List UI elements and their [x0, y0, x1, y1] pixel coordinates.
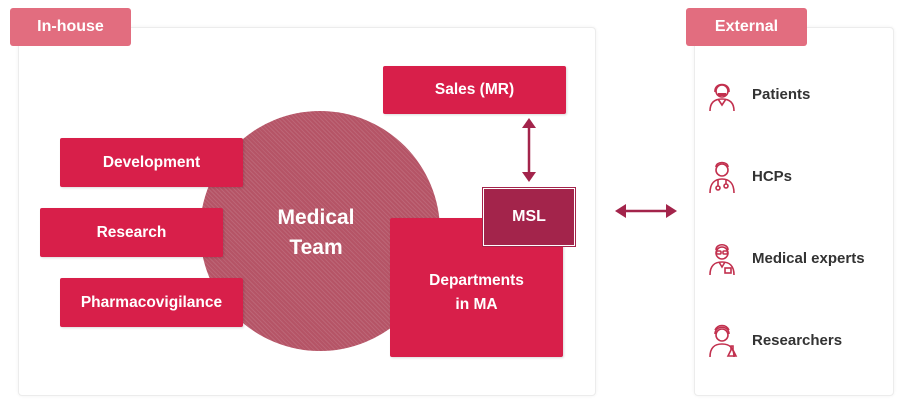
departments-line2: in MA: [455, 295, 498, 313]
msl-box: MSL: [483, 188, 575, 246]
external-item-hcps: HCPs: [704, 158, 792, 194]
departments-line1: Departments: [429, 271, 524, 289]
medical-team-line2: Team: [289, 236, 343, 259]
external-item-medical-experts: Medical experts: [704, 240, 865, 276]
external-item-patients: Patients: [704, 76, 810, 112]
pharmacovigilance-box: Pharmacovigilance: [60, 278, 243, 327]
researcher-icon: [709, 324, 738, 358]
researchers-label: Researchers: [752, 331, 843, 349]
expert-icon: [709, 243, 735, 276]
doctor-icon: [709, 161, 735, 194]
medical-experts-label: Medical experts: [752, 249, 865, 267]
patient-icon: [709, 83, 735, 112]
patients-label: Patients: [752, 85, 811, 103]
inhouse-tag: In-house: [10, 8, 131, 46]
hcps-label: HCPs: [752, 167, 793, 185]
inhouse-external-arrow: [615, 204, 677, 218]
external-item-researchers: Researchers: [704, 322, 842, 358]
development-box: Development: [60, 138, 243, 187]
medical-team-line1: Medical: [277, 206, 355, 229]
research-box: Research: [40, 208, 223, 257]
sales-box: Sales (MR): [383, 66, 566, 114]
sales-msl-arrow: [522, 118, 536, 182]
medical-team-label: Medical Team: [246, 203, 386, 263]
external-tag: External: [686, 8, 807, 46]
